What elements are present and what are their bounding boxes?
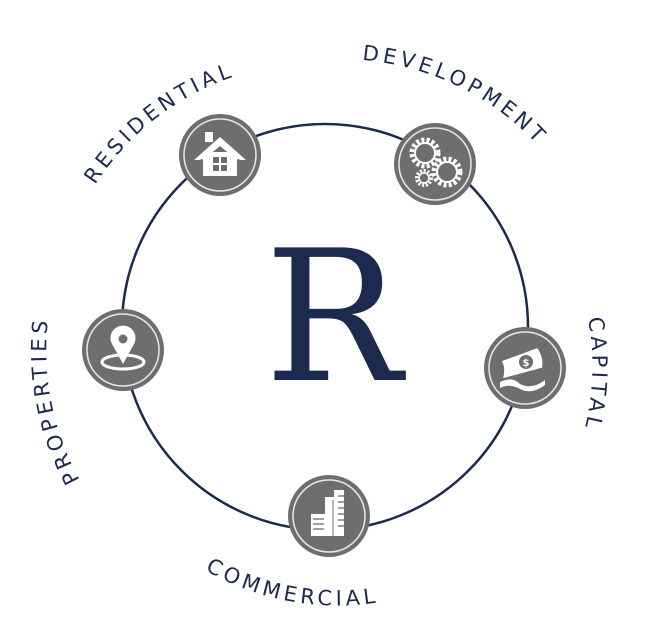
house-icon xyxy=(194,132,246,176)
location-pin-icon xyxy=(100,325,146,371)
logo-letter: R xyxy=(264,211,406,423)
svg-text:$: $ xyxy=(523,358,530,369)
label-capital: CAPITAL xyxy=(580,315,612,434)
money-icon: $ xyxy=(500,348,545,392)
building-icon xyxy=(311,490,344,536)
node-residential[interactable] xyxy=(179,114,261,196)
node-properties[interactable] xyxy=(82,309,164,391)
node-commercial[interactable] xyxy=(288,475,370,557)
node-development[interactable] xyxy=(394,123,476,205)
label-properties: PROPERTIES xyxy=(27,316,84,489)
node-capital[interactable]: $ xyxy=(484,327,566,409)
gears-icon xyxy=(409,137,463,188)
label-commercial: COMMERCIAL xyxy=(202,553,380,610)
